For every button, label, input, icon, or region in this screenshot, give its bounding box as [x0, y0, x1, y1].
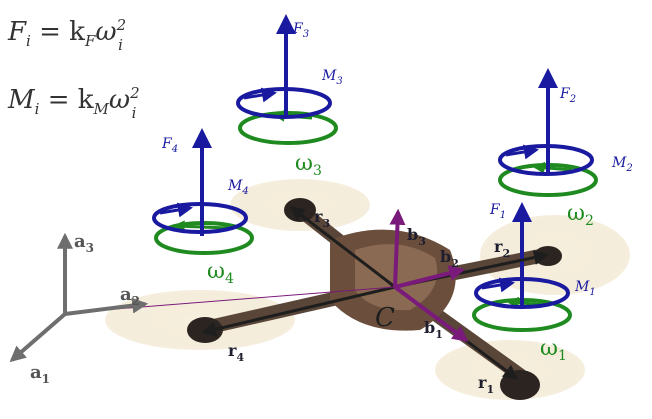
b2-axis: [394, 265, 466, 289]
a1-axis: [9, 312, 67, 363]
r-vector-4: [201, 285, 396, 337]
label-a3: a3: [74, 231, 94, 255]
label-b3: b3: [407, 225, 426, 248]
label-omega3: ω3: [295, 151, 322, 179]
thrust-arrows: [192, 14, 558, 308]
label-r2: r2: [494, 237, 510, 260]
label-omega4: ω4: [207, 259, 234, 287]
omega-arrow-2: [532, 161, 573, 174]
a2-axis: [64, 297, 149, 316]
label-M4: M4: [227, 178, 249, 197]
motor-3: [284, 198, 316, 222]
moment-arrow-1: [481, 277, 515, 293]
label-a1: a1: [30, 362, 50, 386]
motor-1: [500, 370, 540, 400]
r-vector-3: [289, 206, 396, 289]
b3-axis: [389, 208, 406, 288]
label-r3: r3: [314, 207, 330, 230]
body-frame-axes: [64, 208, 469, 342]
label-center-C: C: [375, 303, 395, 333]
label-omega2: ω2: [567, 201, 594, 229]
label-b1: b1: [424, 318, 443, 341]
label-F2: F2: [559, 86, 576, 105]
label-r1: r1: [478, 373, 494, 396]
label-M3: M3: [321, 68, 343, 87]
world-frame-axes: [9, 232, 149, 363]
b1-axis: [393, 285, 469, 342]
label-a2: a2: [120, 284, 140, 308]
moment-arrow-2: [505, 144, 539, 160]
label-F1: F1: [489, 202, 506, 221]
moment-arrow-4: [159, 202, 193, 218]
label-b2: b2: [440, 247, 459, 270]
label-M2: M2: [611, 155, 633, 174]
label-M1: M1: [574, 279, 596, 298]
label-F3: F3: [292, 21, 309, 40]
label-r4: r4: [228, 341, 244, 364]
label-omega1: ω1: [540, 336, 567, 364]
moment-arrow-3: [243, 87, 277, 103]
label-F4: F4: [161, 136, 178, 155]
